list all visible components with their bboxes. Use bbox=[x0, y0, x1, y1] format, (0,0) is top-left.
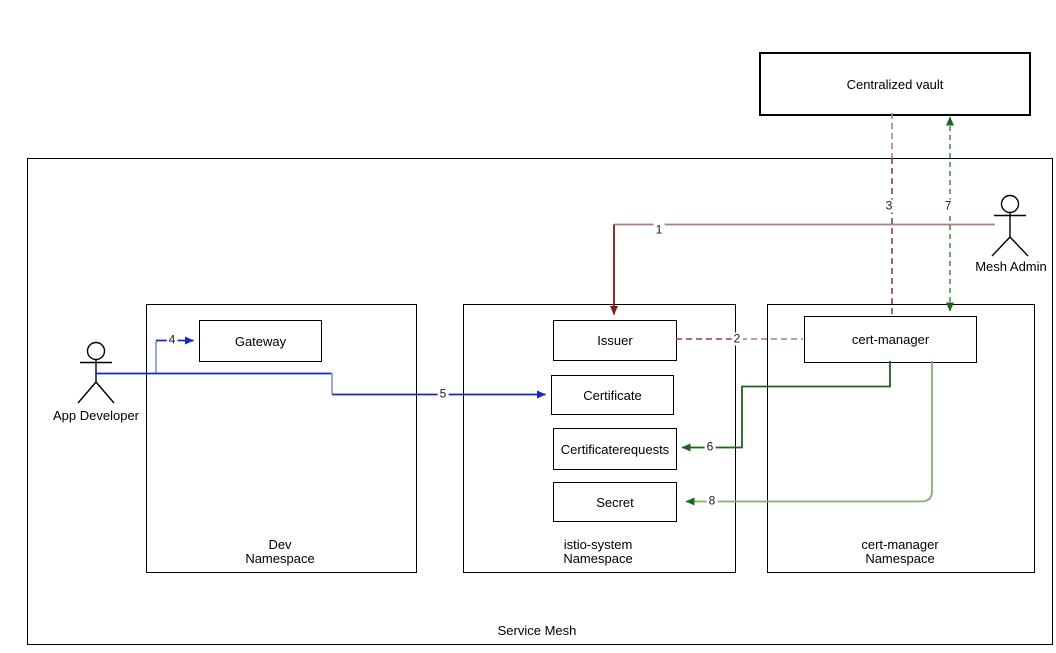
certificaterequests-node: Certificaterequests bbox=[553, 428, 677, 470]
dev-namespace-label-line2: Namespace bbox=[245, 551, 315, 566]
issuer-node: Issuer bbox=[553, 320, 677, 361]
mesh-admin-head bbox=[1000, 194, 1020, 214]
dev-namespace-label-line1: Dev bbox=[268, 537, 292, 552]
centralized-vault-node: Centralized vault bbox=[759, 52, 1031, 116]
certificate-node: Certificate bbox=[551, 375, 674, 415]
edge-8-arrow-to-secret bbox=[685, 361, 933, 506]
secret-node: Secret bbox=[553, 482, 677, 522]
mesh-admin-label: Mesh Admin bbox=[975, 259, 1047, 274]
app-developer-label: App Developer bbox=[53, 408, 139, 423]
service-mesh-boundary bbox=[27, 158, 1053, 645]
app-developer-figure bbox=[77, 341, 115, 404]
certificaterequests-label: Certificaterequests bbox=[560, 441, 670, 457]
mesh-admin-figure bbox=[991, 194, 1029, 257]
edge-4-number: 4 bbox=[166, 332, 178, 347]
edge-1-number: 1 bbox=[653, 222, 665, 237]
issuer-label: Issuer bbox=[597, 333, 633, 348]
certmgr-namespace-label-line2: Namespace bbox=[865, 551, 935, 566]
gateway-label: Gateway bbox=[234, 333, 287, 349]
edge-7-number: 7 bbox=[942, 198, 954, 213]
istio-namespace-label: istio-system Namespace bbox=[563, 538, 632, 566]
gateway-node: Gateway bbox=[199, 320, 322, 362]
dev-namespace-label: Dev Namespace bbox=[245, 538, 314, 566]
istio-namespace-label-line2: Namespace bbox=[563, 551, 633, 566]
istio-namespace-label-line1: istio-system bbox=[563, 537, 633, 552]
certmgr-namespace-label-line1: cert-manager bbox=[861, 537, 939, 552]
mesh-admin-legs bbox=[991, 236, 1029, 257]
istio-namespace-boundary bbox=[463, 304, 736, 573]
edge-8-number: 8 bbox=[706, 493, 718, 508]
edge-5-number: 5 bbox=[437, 386, 449, 401]
certmgr-namespace-label: cert-manager Namespace bbox=[861, 538, 938, 566]
secret-label: Secret bbox=[596, 494, 634, 510]
edge-6-arrow-to-certificaterequests bbox=[681, 361, 891, 452]
service-mesh-label: Service Mesh bbox=[497, 623, 577, 638]
app-developer-head bbox=[86, 341, 106, 361]
edge-3-number: 3 bbox=[883, 198, 895, 213]
app-developer-legs bbox=[77, 381, 115, 404]
cert-manager-label: cert-manager bbox=[851, 332, 930, 347]
certmgr-namespace-boundary bbox=[767, 304, 1035, 573]
edge-2-number: 2 bbox=[731, 331, 743, 346]
centralized-vault-label: Centralized vault bbox=[846, 76, 944, 92]
certificate-label: Certificate bbox=[583, 387, 642, 403]
edge-6-number: 6 bbox=[704, 439, 716, 454]
dev-namespace-boundary bbox=[146, 304, 417, 573]
